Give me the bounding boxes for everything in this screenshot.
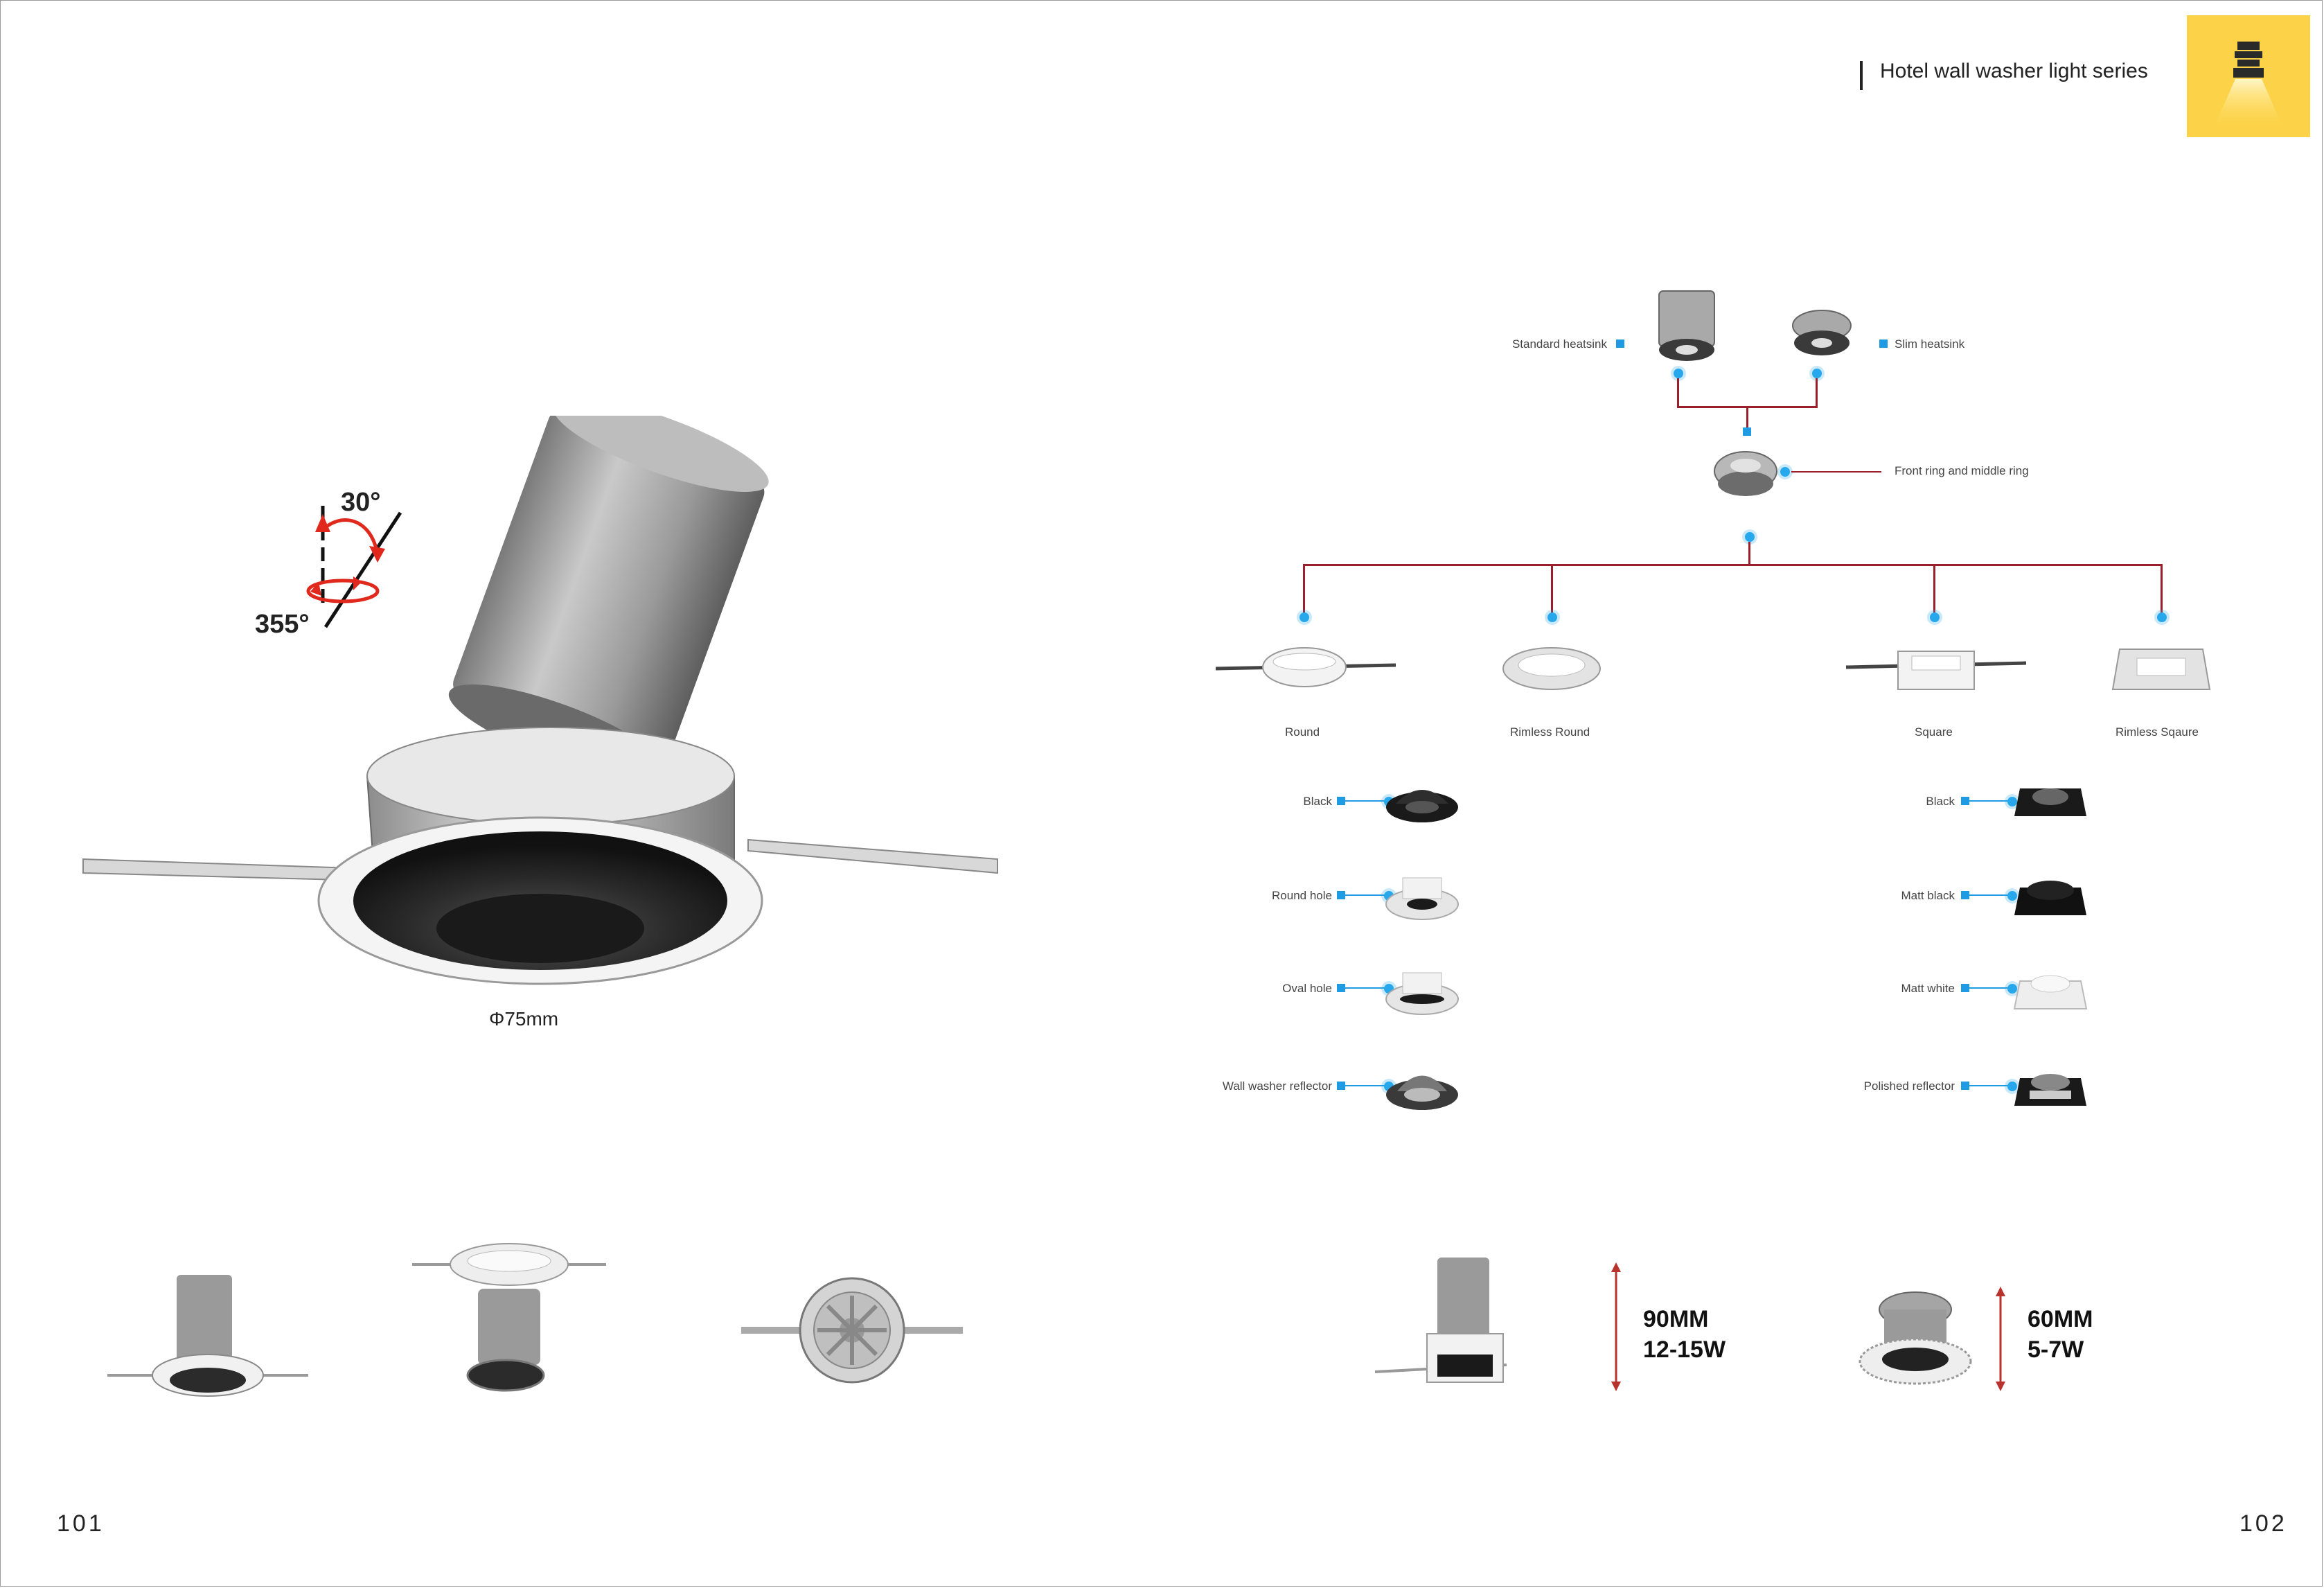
trim-rimless-round-dot xyxy=(1547,612,1557,622)
round-reflector-oval-hole-label: Oval hole xyxy=(1282,982,1332,995)
trim-round-label: Round xyxy=(1285,725,1320,739)
round-reflector-black-label: Black xyxy=(1303,795,1332,808)
square-reflector-black-label: Black xyxy=(1926,795,1955,808)
standard-heatsink-label: Standard heatsink xyxy=(1511,337,1607,351)
leader-line xyxy=(1969,800,2011,802)
rotate-angle-label: 355° xyxy=(255,610,310,639)
main-product-illustration xyxy=(82,416,998,985)
leader-line xyxy=(1345,894,1387,896)
front-middle-ring-image xyxy=(1714,451,1777,496)
diameter-label: Φ75mm xyxy=(489,1008,559,1030)
page-number-right: 102 xyxy=(2239,1510,2287,1537)
round-reflector-black-image xyxy=(1386,790,1458,822)
slim-heatsink-image xyxy=(1792,310,1852,355)
page-number-left: 101 xyxy=(57,1510,105,1537)
ring-label: Front ring and middle ring xyxy=(1895,464,2029,477)
square-reflector-polished-image xyxy=(2014,1074,2086,1106)
leader-line xyxy=(1969,987,2011,989)
ring-leader-line xyxy=(1791,471,1881,473)
leader-line xyxy=(1345,1085,1387,1086)
square-reflector-matt-black-image xyxy=(2014,881,2086,915)
top-view xyxy=(741,1277,963,1384)
size-90mm-height: 90MM xyxy=(1643,1306,1709,1332)
connector xyxy=(1303,564,2163,566)
side-view-1 xyxy=(107,1275,308,1397)
size-60mm-power: 5-7W xyxy=(2028,1336,2084,1363)
round-reflector-wall-washer-image xyxy=(1386,1075,1458,1110)
height-arrow-60mm xyxy=(1996,1287,2005,1391)
square-reflector-matt-black-label: Matt black xyxy=(1901,889,1955,902)
slim-heatsink-marker xyxy=(1879,339,1888,348)
leader-line xyxy=(1969,894,2011,896)
square-reflector-matt-white-label: Matt white xyxy=(1901,982,1955,995)
downlight-icon xyxy=(2215,42,2282,126)
standard-heatsink-dot xyxy=(1674,369,1683,378)
slim-heatsink-dot xyxy=(1812,369,1822,378)
series-logo-badge xyxy=(2187,15,2310,137)
connector xyxy=(1551,564,1553,615)
reflector-marker xyxy=(1961,797,1969,805)
square-reflector-matt-white-image xyxy=(2013,975,2088,1009)
size-90mm-image xyxy=(1374,1258,1507,1383)
header-divider xyxy=(1860,61,1863,90)
size-90mm-power: 12-15W xyxy=(1643,1336,1726,1363)
round-reflector-oval-hole-image xyxy=(1385,972,1459,1015)
reflector-dot xyxy=(2007,891,2017,901)
connector xyxy=(1303,564,1305,615)
reflector-marker xyxy=(1337,1082,1345,1090)
trim-rimless-round-image xyxy=(1502,647,1601,690)
trim-square-image xyxy=(1845,651,2027,690)
leader-line xyxy=(1969,1085,2011,1086)
reflector-marker xyxy=(1337,797,1345,805)
standard-heatsink-marker xyxy=(1616,339,1624,348)
height-arrow-90mm xyxy=(1611,1262,1621,1391)
trim-rimless-square-label: Rimless Sqaure xyxy=(2115,725,2199,739)
round-reflector-round-hole-image xyxy=(1385,877,1459,920)
series-title: Hotel wall washer light series xyxy=(1880,60,2148,82)
connector xyxy=(1746,406,1748,431)
reflector-marker xyxy=(1961,891,1969,899)
reflector-marker xyxy=(1337,984,1345,992)
leader-line xyxy=(1345,987,1387,989)
ring-marker xyxy=(1743,427,1751,436)
side-view-2 xyxy=(412,1243,606,1392)
square-reflector-black-image xyxy=(2014,788,2086,816)
size-60mm-height: 60MM xyxy=(2028,1306,2093,1332)
reflector-dot xyxy=(2007,797,2017,806)
trim-rimless-square-dot xyxy=(2157,612,2167,622)
round-reflector-wall-washer-label: Wall washer reflector xyxy=(1222,1079,1332,1093)
reflector-dot xyxy=(2007,1082,2017,1091)
ring-dot xyxy=(1780,467,1790,477)
round-reflector-round-hole-label: Round hole xyxy=(1272,889,1332,902)
trim-rimless-square-image xyxy=(2111,649,2211,690)
slim-heatsink-label: Slim heatsink xyxy=(1895,337,1965,351)
trim-square-dot xyxy=(1930,612,1940,622)
trim-round-dot xyxy=(1300,612,1309,622)
leader-line xyxy=(1345,800,1387,802)
connector xyxy=(1677,378,1679,407)
tilt-angle-label: 30° xyxy=(341,488,381,517)
connector xyxy=(1816,378,1818,407)
reflector-marker xyxy=(1961,1082,1969,1090)
connector xyxy=(1933,564,1935,615)
reflector-marker xyxy=(1337,891,1345,899)
connector xyxy=(1748,542,1750,565)
trim-rimless-round-label: Rimless Round xyxy=(1510,725,1590,739)
standard-heatsink-image xyxy=(1658,290,1715,361)
trim-round-image xyxy=(1215,647,1396,687)
trim-square-label: Square xyxy=(1915,725,1953,739)
size-60mm-image xyxy=(1859,1291,1972,1385)
reflector-marker xyxy=(1961,984,1969,992)
connector xyxy=(2161,564,2163,615)
reflector-dot xyxy=(2007,984,2017,994)
ring-output-dot xyxy=(1745,532,1755,542)
rotation-angle-diagram xyxy=(306,506,402,628)
square-reflector-polished-label: Polished reflector xyxy=(1863,1079,1955,1093)
